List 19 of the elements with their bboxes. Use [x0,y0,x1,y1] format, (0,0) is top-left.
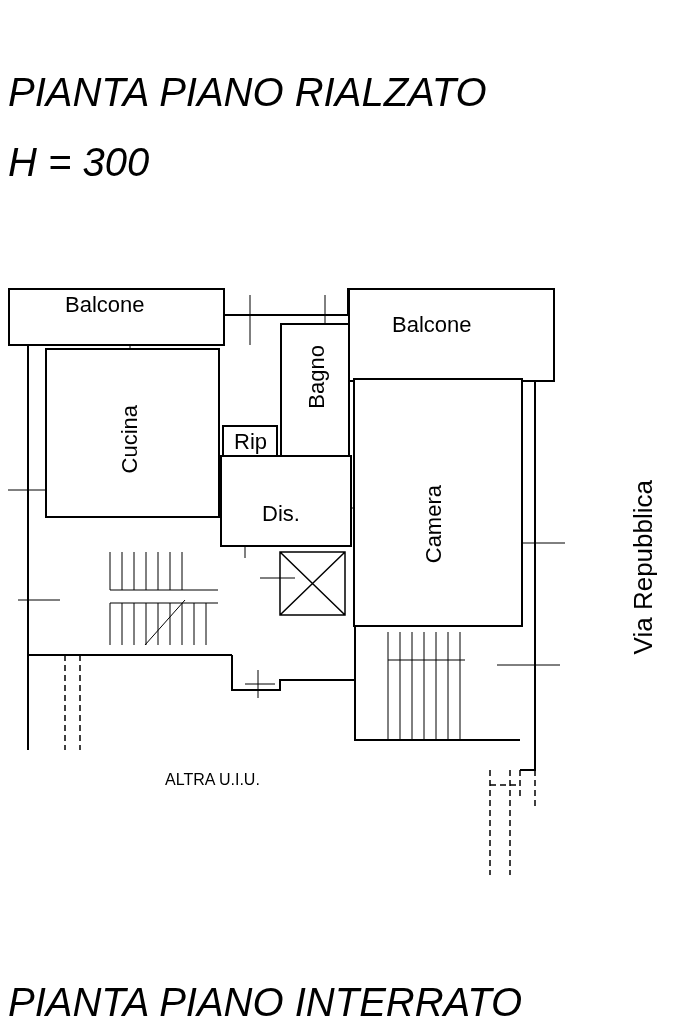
height-note: H = 300 [8,142,150,182]
room-label: Dis. [262,503,300,525]
room-label: Balcone [65,294,145,316]
room-label: Bagno [306,345,328,409]
room-label: Camera [423,485,445,564]
plan-title: PIANTA PIANO RIALZATO [8,72,487,112]
street-name: Via Repubblica [630,480,656,655]
balcony-area [8,288,225,346]
room-area [220,455,352,547]
room-area [280,323,350,457]
balcony-area [348,288,555,382]
adjacent-unit-label: ALTRA U.I.U. [165,772,260,788]
room-area [222,425,278,457]
room-area [353,378,523,627]
room-area [45,348,220,518]
plan-title: PIANTA PIANO INTERRATO [8,982,523,1022]
room-label: Cucina [119,405,141,474]
room-label: Rip [234,431,267,453]
room-label: Balcone [392,314,472,336]
